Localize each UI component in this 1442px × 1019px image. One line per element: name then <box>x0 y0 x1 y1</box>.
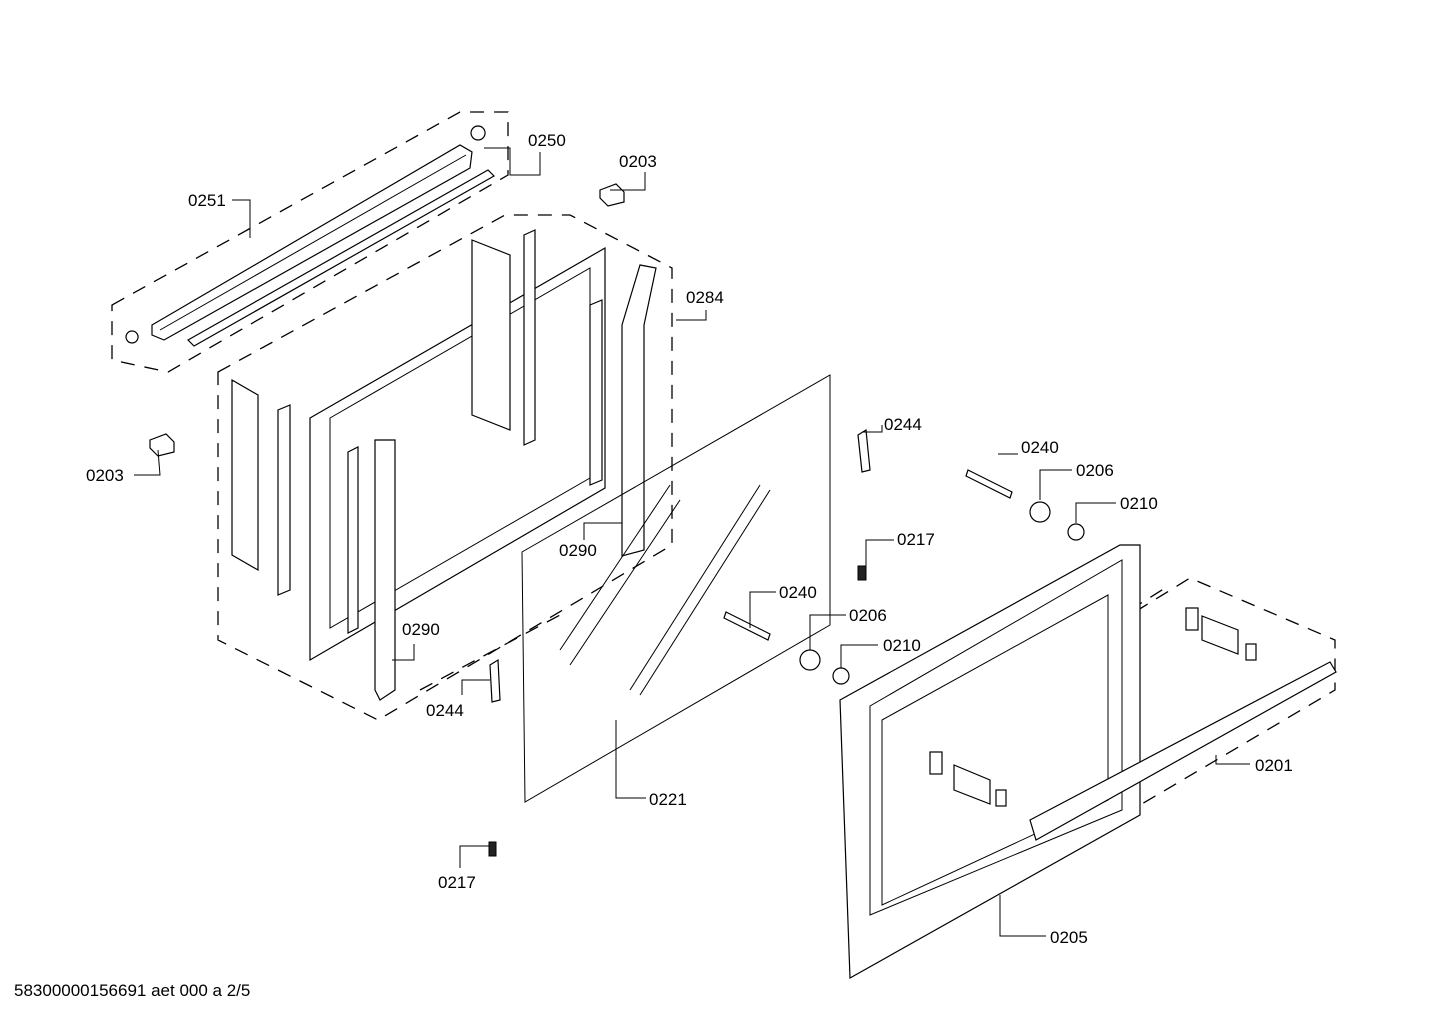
handle-part <box>929 607 1337 841</box>
callout-0251: 0251 <box>188 191 226 210</box>
callout-0250: 0250 <box>528 131 566 150</box>
callout-0290-lower: 0290 <box>402 620 440 639</box>
hinge-bar-part <box>374 264 657 701</box>
callout-0203-top: 0203 <box>619 152 657 171</box>
callout-leaders <box>134 147 1250 937</box>
document-reference: 58300000156691 aet 000 a 2/5 <box>14 981 251 1000</box>
inner-frame-part <box>231 229 606 662</box>
callout-0206-center: 0206 <box>849 606 887 625</box>
callout-0244-right: 0244 <box>884 415 922 434</box>
callout-0240-right: 0240 <box>1021 438 1059 457</box>
callout-0205: 0205 <box>1050 928 1088 947</box>
callout-0244-left: 0244 <box>426 701 464 720</box>
callout-0284: 0284 <box>686 288 724 307</box>
callout-0217-right: 0217 <box>897 530 935 549</box>
top-rail-part <box>125 125 495 347</box>
callout-0240-center: 0240 <box>779 583 817 602</box>
callout-0217-bottom: 0217 <box>438 873 476 892</box>
callout-0290-upper: 0290 <box>559 541 597 560</box>
callout-0206-right: 0206 <box>1076 461 1114 480</box>
callout-0221: 0221 <box>649 790 687 809</box>
callout-0210-center: 0210 <box>883 636 921 655</box>
callout-labels: 0250 0203 0251 0284 0203 0244 0240 0206 … <box>86 131 1293 947</box>
fasteners <box>488 428 1085 857</box>
glass-pane-part <box>521 374 831 803</box>
callout-0203-left: 0203 <box>86 466 124 485</box>
callout-0210-right: 0210 <box>1120 494 1158 513</box>
callout-0201: 0201 <box>1255 756 1293 775</box>
